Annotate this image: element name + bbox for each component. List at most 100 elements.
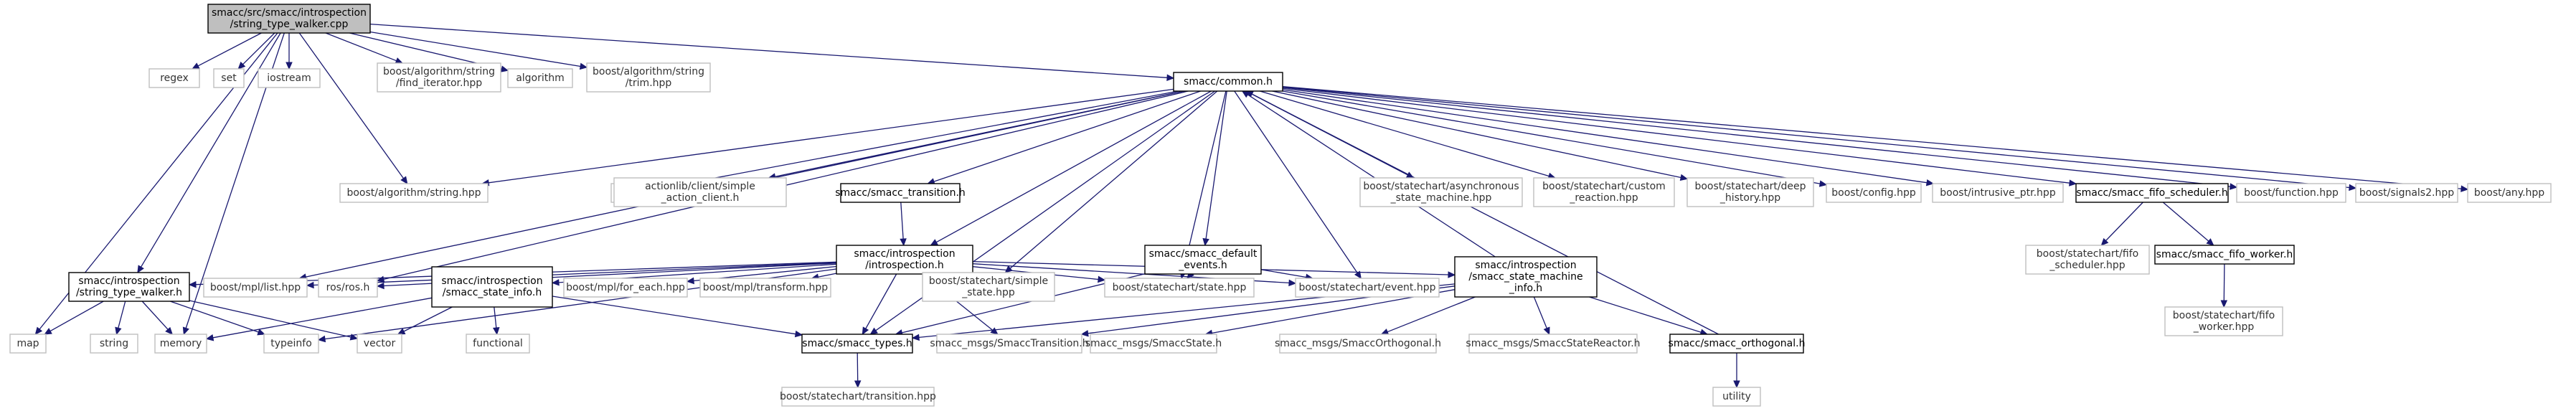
edge-line [369, 31, 581, 67]
node-label-line: _state.hpp [961, 287, 1015, 298]
node-fifo_sched[interactable]: smacc/smacc_fifo_scheduler.h [2075, 183, 2229, 203]
edge-line [118, 301, 126, 329]
edge-line [494, 306, 497, 329]
node-types[interactable]: smacc/smacc_types.h [801, 334, 913, 354]
edge-root-to-stw_h [137, 32, 281, 274]
node-label-line: /string_type_walker.cpp [230, 19, 349, 30]
node-box [507, 68, 573, 88]
edge-arrowhead [2349, 184, 2357, 192]
edge-arrowhead [930, 239, 939, 246]
edge-introspection-to-types [862, 273, 897, 336]
edge-arrowhead [1098, 275, 1106, 283]
edge-sm_info-to-msg_reactor [1533, 296, 1550, 336]
node-box [2164, 306, 2283, 336]
node-stw_h[interactable]: smacc/introspection/string_type_walker.h [68, 272, 190, 302]
node-map: map [9, 334, 47, 354]
edge-sm_info-to-common [1241, 90, 1496, 258]
node-transition[interactable]: smacc/smacc_transition.h [835, 183, 966, 203]
node-label-line: boost/mpl/transform.hpp [703, 282, 828, 293]
node-label-line: _info.h [1509, 283, 1542, 294]
edge-state_info-to-memory [205, 297, 433, 341]
edge-line [2105, 202, 2143, 241]
edge-line [900, 202, 904, 240]
node-string: string [90, 334, 138, 354]
edge-arrowhead [2230, 183, 2238, 190]
node-box [377, 62, 501, 93]
edge-common-to-fifo_sched [1282, 88, 2077, 186]
edge-arrowhead [349, 334, 359, 341]
edge-arrowhead [862, 326, 869, 336]
node-label-line: /trim.hpp [626, 77, 672, 89]
edge-arrowhead [1818, 180, 1828, 187]
node-label-line: boost/intrusive_ptr.hpp [1940, 187, 2056, 199]
node-box [318, 278, 378, 298]
node-box [1712, 387, 1761, 407]
node-msg_orthogonal: smacc_msgs/SmaccOrthogonal.h [1275, 334, 1441, 354]
edge-arrowhead [1354, 270, 1362, 280]
node-fifo_worker[interactable]: smacc/smacc_fifo_worker.h [2154, 245, 2295, 265]
edge-introspection-to-mpl_list [306, 262, 837, 289]
node-label-line: boost/any.hpp [2474, 187, 2544, 199]
edge-arrowhead [854, 380, 862, 389]
node-label-line: /smacc_state_machine [1468, 271, 1582, 283]
node-functional: functional [466, 334, 530, 354]
node-label-line: smacc/smacc_default [1149, 248, 1258, 260]
node-memory: memory [154, 334, 207, 354]
edge-line [857, 352, 859, 382]
node-sm_info[interactable]: smacc/introspection/smacc_state_machine_… [1454, 256, 1598, 298]
edge-line [935, 90, 1212, 243]
edge-common-to-simple_state [1004, 90, 1218, 273]
node-orthogonal[interactable]: smacc/smacc_orthogonal.h [1669, 334, 1806, 354]
node-box [836, 245, 973, 275]
node-box [1173, 72, 1283, 92]
node-label-line: iostream [267, 72, 311, 84]
node-default_events[interactable]: smacc/smacc_default_events.h [1144, 245, 1262, 275]
node-root[interactable]: smacc/src/smacc/introspection/string_typ… [207, 4, 371, 34]
node-intrusive_ptr: boost/intrusive_ptr.hpp [1932, 183, 2064, 203]
node-box [90, 334, 138, 354]
edge-line [212, 297, 433, 339]
node-label-line: boost/statechart/fifo [2037, 248, 2138, 260]
node-label-line: memory [160, 338, 202, 349]
node-label-line: smacc/introspection [1475, 260, 1576, 271]
node-vector: vector [357, 334, 402, 354]
node-introspection[interactable]: smacc/introspection/introspection.h [836, 245, 973, 275]
node-state_info[interactable]: smacc/introspection/smacc_state_info.h [431, 266, 553, 308]
node-box [2025, 245, 2150, 275]
edge-line [865, 273, 897, 329]
edge-common-to-alg_string [481, 88, 1174, 186]
node-box [2154, 245, 2295, 265]
node-msg_state: smacc_msgs/SmaccState.h [1085, 334, 1222, 354]
node-label-line: smacc/smacc_transition.h [835, 187, 966, 199]
edge-root-to-alg_string [298, 32, 408, 185]
edge-arrowhead [1448, 271, 1456, 278]
node-sc_state: boost/statechart/state.hpp [1104, 278, 1255, 298]
edge-common-to-signals2 [1282, 86, 2357, 192]
node-label-line: /smacc_state_info.h [443, 287, 542, 298]
edge-line [169, 301, 259, 333]
node-box [563, 278, 688, 298]
node-common[interactable]: smacc/common.h [1173, 72, 1283, 92]
node-label-line: _events.h [1178, 260, 1227, 271]
node-label-line: _history.hpp [1719, 192, 1780, 204]
node-box [586, 62, 711, 93]
edge-line [1260, 269, 1306, 278]
node-label-line: smacc/smacc_fifo_scheduler.h [2076, 187, 2227, 199]
node-box [203, 278, 308, 298]
node-label-line: boost/statechart/deep [1694, 181, 1806, 192]
edge-line [313, 262, 837, 286]
edge-line [325, 32, 397, 62]
edge-transition-to-introspection [900, 202, 907, 247]
node-label-line: boost/statechart/fifo [2173, 310, 2275, 321]
node-iostream: iostream [258, 68, 321, 88]
node-any: boost/any.hpp [2467, 183, 2552, 203]
edge-root-to-iostream [286, 33, 293, 70]
edge-orthogonal-to-utility [1733, 353, 1740, 389]
node-regex: regex [148, 68, 200, 88]
node-signals2: boost/signals2.hpp [2355, 183, 2458, 203]
edge-arrowhead [286, 62, 293, 70]
node-label-line: _worker.hpp [2193, 321, 2255, 333]
node-label-line: typeinfo [270, 338, 312, 349]
node-box [2467, 183, 2552, 203]
